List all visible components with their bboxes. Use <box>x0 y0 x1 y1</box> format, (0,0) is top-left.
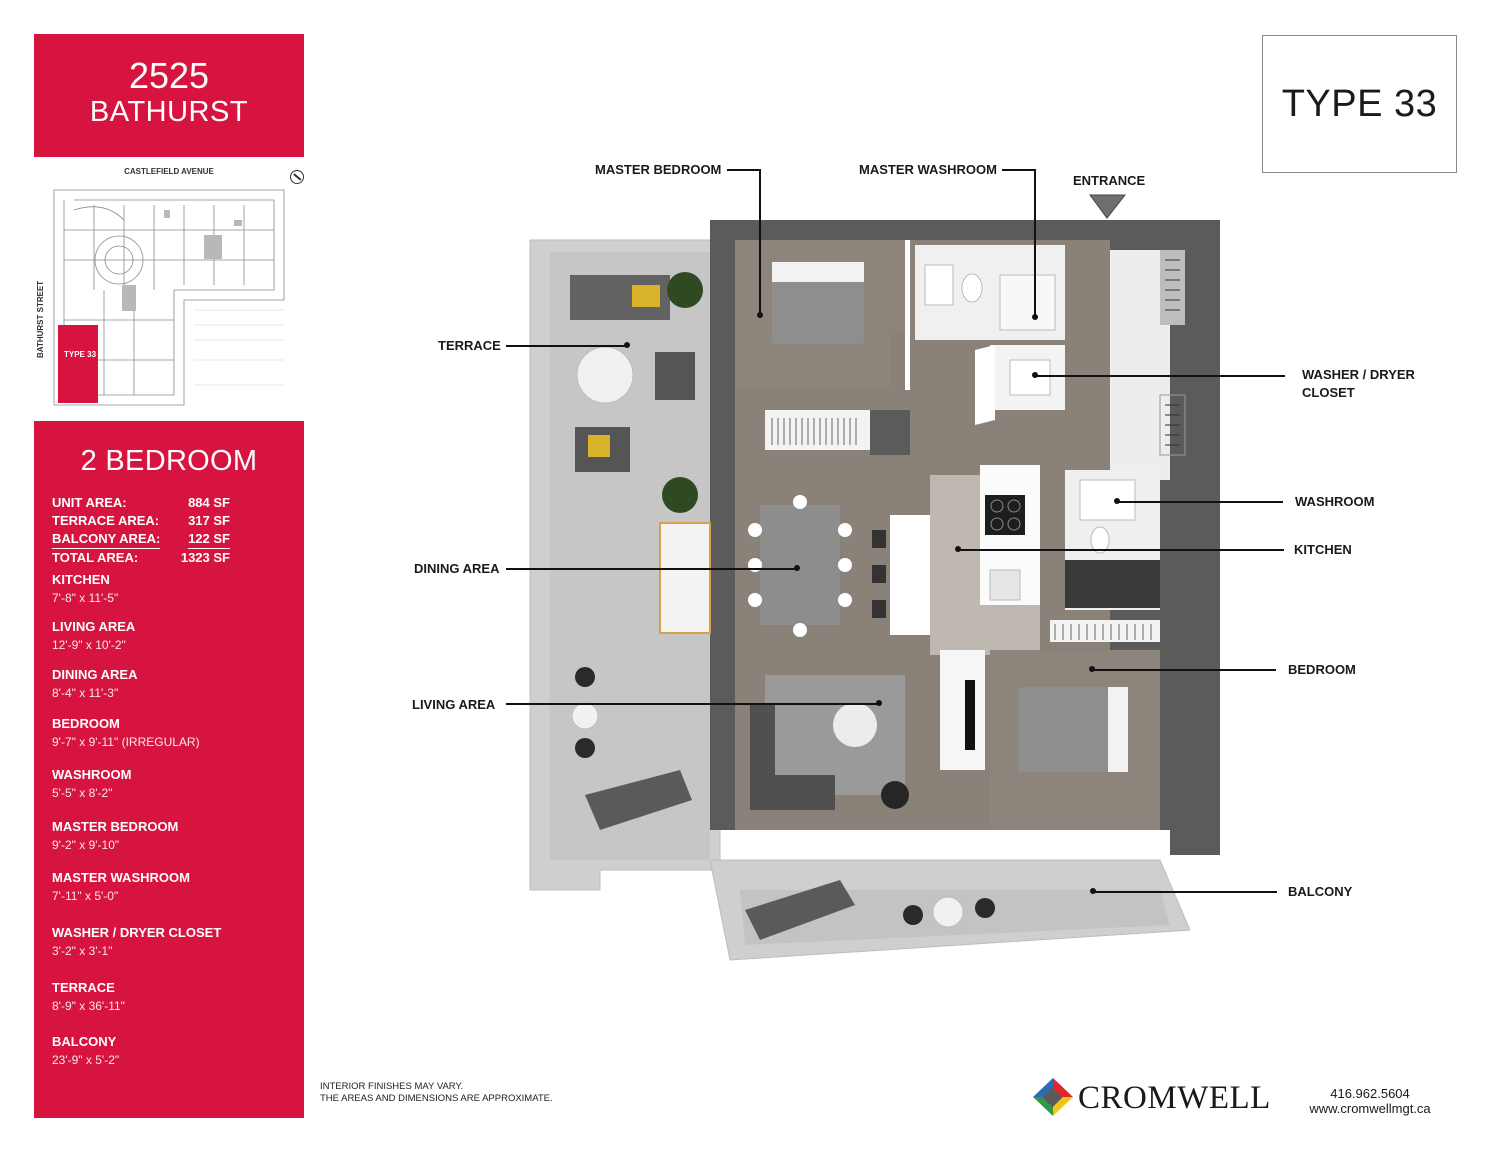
dining-table <box>760 505 840 625</box>
room-spec: TERRACE 8'-9" x 36'-11" <box>52 980 125 1013</box>
building-title: 2525 BATHURST <box>34 34 304 157</box>
label-master-bedroom: MASTER BEDROOM <box>595 162 722 177</box>
unit-highlight <box>58 325 98 403</box>
room-spec: MASTER WASHROOM 7'-11" x 5'-0" <box>52 870 190 903</box>
bedroom-count-title: 2 BEDROOM <box>80 445 258 477</box>
kitchen-island <box>890 515 930 635</box>
leader-line <box>1034 169 1036 317</box>
room-spec: MASTER BEDROOM 9'-2" x 9'-10" <box>52 819 179 852</box>
closet <box>765 410 870 450</box>
label-dining-area: DINING AREA <box>414 561 500 576</box>
building-number: 2525 <box>128 55 210 96</box>
area-row: TOTAL AREA:1323 SF <box>52 550 230 565</box>
label-entrance: ENTRANCE <box>1073 173 1146 188</box>
area-row: TERRACE AREA:317 SF <box>52 513 230 528</box>
leader-dot <box>794 565 800 571</box>
sofa <box>750 705 835 810</box>
area-row: BALCONY AREA:122 SF <box>52 530 230 549</box>
label-kitchen: KITCHEN <box>1294 542 1352 557</box>
entrance-arrow-icon <box>1089 194 1127 219</box>
leader-line <box>506 703 878 705</box>
leader-dot <box>1032 314 1038 320</box>
leader-line <box>1036 375 1285 377</box>
leader-dot <box>955 546 961 552</box>
label-washroom: WASHROOM <box>1295 494 1375 509</box>
unit-type-label: TYPE 33 <box>1262 35 1457 173</box>
room-spec: DINING AREA 8'-4" x 11'-3" <box>52 667 138 700</box>
label-bedroom: BEDROOM <box>1288 662 1356 677</box>
room-spec: BEDROOM 9'-7" x 9'-11" (IRREGULAR) <box>52 716 200 749</box>
label-terrace: TERRACE <box>438 338 501 353</box>
room-spec: KITCHEN 7'-8" x 11'-5" <box>52 572 119 605</box>
brand-name: CROMWELL <box>1078 1080 1271 1116</box>
label-living-area: LIVING AREA <box>412 697 496 712</box>
leader-dot <box>876 700 882 706</box>
disclaimer: INTERIOR FINISHES MAY VARY. THE AREAS AN… <box>320 1081 553 1104</box>
leader-dot <box>1114 498 1120 504</box>
leader-line <box>1092 669 1276 671</box>
website-link[interactable]: www.cromwellmgt.ca <box>1309 1101 1431 1116</box>
area-summary: UNIT AREA:884 SF TERRACE AREA:317 SF BAL… <box>52 494 230 567</box>
master-bed <box>772 262 864 344</box>
room-spec: WASHROOM 5'-5" x 8'-2" <box>52 767 132 800</box>
leader-dot <box>1032 372 1038 378</box>
leader-dot <box>757 312 763 318</box>
leader-line <box>958 549 1284 551</box>
label-balcony: BALCONY <box>1288 884 1353 899</box>
label-master-washroom: MASTER WASHROOM <box>859 162 997 177</box>
coffee-table <box>833 703 877 747</box>
leader-line <box>506 345 627 347</box>
keyplan-unit-label: TYPE 33 <box>64 350 97 359</box>
cromwell-logo-icon <box>1033 1078 1073 1116</box>
leader-line <box>1093 891 1277 893</box>
label-washer-dryer: WASHER / DRYER CLOSET <box>1302 367 1415 400</box>
leader-dot <box>1090 888 1096 894</box>
building-street: BATHURST <box>89 96 249 128</box>
key-plan: CASTLEFIELD AVENUE BATHURST STREET TYPE … <box>34 160 304 415</box>
floor-plan <box>529 194 1220 961</box>
bed-2 <box>1018 687 1108 772</box>
room-spec: WASHER / DRYER CLOSET 3'-2" x 3'-1" <box>52 925 222 958</box>
phone-number: 416.962.5604 <box>1330 1086 1410 1101</box>
compass-icon <box>290 170 304 184</box>
leader-line <box>727 169 760 171</box>
leader-line <box>1002 169 1036 171</box>
keyplan-street-top: CASTLEFIELD AVENUE <box>124 167 214 176</box>
leader-dot <box>624 342 630 348</box>
room-spec: LIVING AREA 12'-9" x 10'-2" <box>52 619 136 652</box>
room-spec: BALCONY 23'-9" x 5'-2" <box>52 1034 120 1067</box>
leader-dot <box>1089 666 1095 672</box>
unit-info-panel: 2 BEDROOM UNIT AREA:884 SF TERRACE AREA:… <box>34 421 304 1118</box>
area-row: UNIT AREA:884 SF <box>52 495 230 510</box>
leader-line <box>1118 501 1283 503</box>
leader-line <box>506 568 796 570</box>
keyplan-street-side: BATHURST STREET <box>36 280 45 358</box>
contact-info: 416.962.5604 www.cromwellmgt.ca <box>1290 1086 1450 1116</box>
leader-line <box>759 169 761 315</box>
key-plan-drawing <box>53 189 285 406</box>
